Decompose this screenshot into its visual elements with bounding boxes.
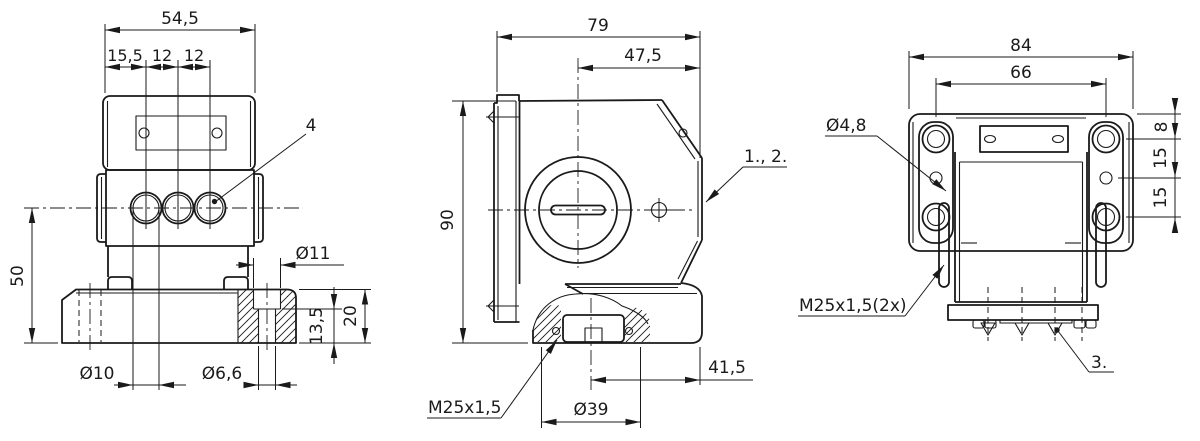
front-base-foot (61, 288, 297, 344)
front-section-hatch-left (238, 289, 259, 343)
dim-front-entry-pitch-2: 12 (184, 46, 204, 65)
dim-side-overall-height: 90 (438, 209, 458, 231)
front-centerlines (24, 207, 302, 352)
side-dimensions: 79 47,5 90 Ø39 41,5 (427, 16, 787, 428)
dim-front-entry-hole-dia: Ø10 (79, 364, 114, 384)
rear-small-hole-left (929, 171, 943, 185)
rear-label-side-glands: M25x1,5(2x) (798, 264, 945, 317)
front-dim-entry-hole: Ø10 (79, 210, 186, 390)
rear-small-hole-right (1099, 171, 1113, 185)
side-dim-overall-depth: 79 (496, 16, 701, 158)
front-upper-housing (102, 95, 256, 171)
rear-screw-top-left (921, 124, 951, 154)
front-right-collar (223, 276, 249, 289)
dim-side-gland-flange-dia: Ø39 (573, 400, 608, 420)
callout-front-entries: 4 (306, 116, 317, 136)
front-part-outline (61, 95, 297, 344)
front-dim-overall-width: 54,5 (104, 9, 256, 93)
rear-dim-hole-chain: 8 15 15 (1118, 98, 1181, 233)
rear-view: 84 66 8 15 15 (798, 36, 1181, 373)
side-gland-hatch-right (624, 307, 650, 342)
rear-dim-slot-pitch: 66 (935, 63, 1107, 117)
front-dim-height-50: 50 (8, 208, 58, 344)
dim-side-center-to-back: 47,5 (624, 46, 662, 66)
front-dimensions: 54,5 15,5 12 12 4 50 (8, 9, 371, 390)
front-dim-mount-hole: Ø6,6 (202, 346, 297, 390)
side-gland-hatch-left (533, 304, 561, 342)
front-dim-counterbore: Ø11 (236, 244, 344, 288)
rear-screw-top-right (1091, 124, 1121, 154)
rear-side-gland-left (938, 202, 950, 288)
side-top-tab (494, 94, 520, 104)
front-dim-entry-spacing: 15,5 12 12 (105, 46, 211, 229)
callout-side-cover: 1., 2. (744, 147, 787, 167)
rear-label-slot-hole: Ø4,8 (825, 116, 947, 192)
callout-rear-terminals: 3. (1091, 353, 1107, 373)
rear-screw-bottom-left (921, 202, 951, 232)
front-left-collar (107, 276, 133, 289)
dim-rear-top-to-hole: 8 (1152, 122, 1172, 133)
dim-rear-hole-pitch-2: 15 (1151, 187, 1171, 209)
side-label-gland-thread: M25x1,5 (427, 339, 558, 419)
front-dim-base-height: 20 (299, 289, 371, 343)
rear-flange (908, 113, 1134, 252)
rear-part-outline (908, 113, 1134, 336)
dim-rear-hole-pitch-1: 15 (1151, 147, 1171, 169)
dim-front-entry-offset: 15,5 (107, 46, 143, 65)
side-dim-gland-dia: Ø39 (541, 347, 641, 428)
dim-front-entry-pitch-1: 12 (152, 46, 172, 65)
label-rear-side-gland-thread: M25x1,5(2x) (799, 296, 907, 316)
label-side-gland-thread: M25x1,5 (428, 398, 501, 418)
rear-callout-terminals: 3. (1054, 327, 1114, 373)
front-plate-hole-right (211, 127, 223, 139)
front-section-hatch-right (275, 289, 296, 343)
dim-rear-slot-hole-dia: Ø4,8 (826, 116, 866, 136)
dim-rear-overall-width: 84 (1010, 36, 1032, 56)
dim-front-height-center-to-base: 50 (8, 265, 28, 287)
leader-dot (211, 198, 218, 205)
side-centerlines (488, 58, 694, 390)
side-base-foot (532, 282, 703, 344)
dim-side-gland-center-to-back: 41,5 (708, 358, 746, 378)
dim-front-counterbore-depth: 13,5 (307, 307, 327, 345)
rear-label-plate (979, 125, 1069, 153)
rear-centerlines (987, 287, 1083, 341)
rear-slot-left (918, 121, 954, 244)
side-part-outline (486, 94, 703, 344)
dim-front-base-height: 20 (341, 305, 361, 327)
dim-front-mounting-hole-dia: Ø6,6 (202, 364, 242, 384)
front-label-plate (135, 115, 227, 151)
side-view: 79 47,5 90 Ø39 41,5 (427, 16, 787, 428)
side-dim-center-to-back: 47,5 (578, 46, 700, 72)
front-plate-hole-left (138, 127, 150, 139)
rear-base-strip (947, 304, 1099, 321)
front-dim-depth-13-5: 13,5 (282, 287, 371, 364)
rear-dim-overall-width: 84 (908, 36, 1134, 109)
side-callout-cover: 1., 2. (705, 147, 787, 203)
front-view: 54,5 15,5 12 12 4 50 (8, 9, 371, 390)
front-callout-4: 4 (211, 116, 317, 205)
side-dim-overall-height: 90 (438, 100, 528, 344)
rear-side-gland-right (1095, 202, 1107, 288)
dim-front-counterbore-dia: Ø11 (295, 244, 330, 264)
dim-rear-slot-pitch: 66 (1010, 63, 1032, 83)
dim-side-overall-depth: 79 (587, 16, 609, 36)
dim-front-overall-width: 54,5 (161, 9, 199, 29)
rear-dimensions: 84 66 8 15 15 (798, 36, 1181, 373)
leader-dot (1054, 327, 1060, 333)
side-dim-gland-to-back: 41,5 (591, 347, 753, 385)
